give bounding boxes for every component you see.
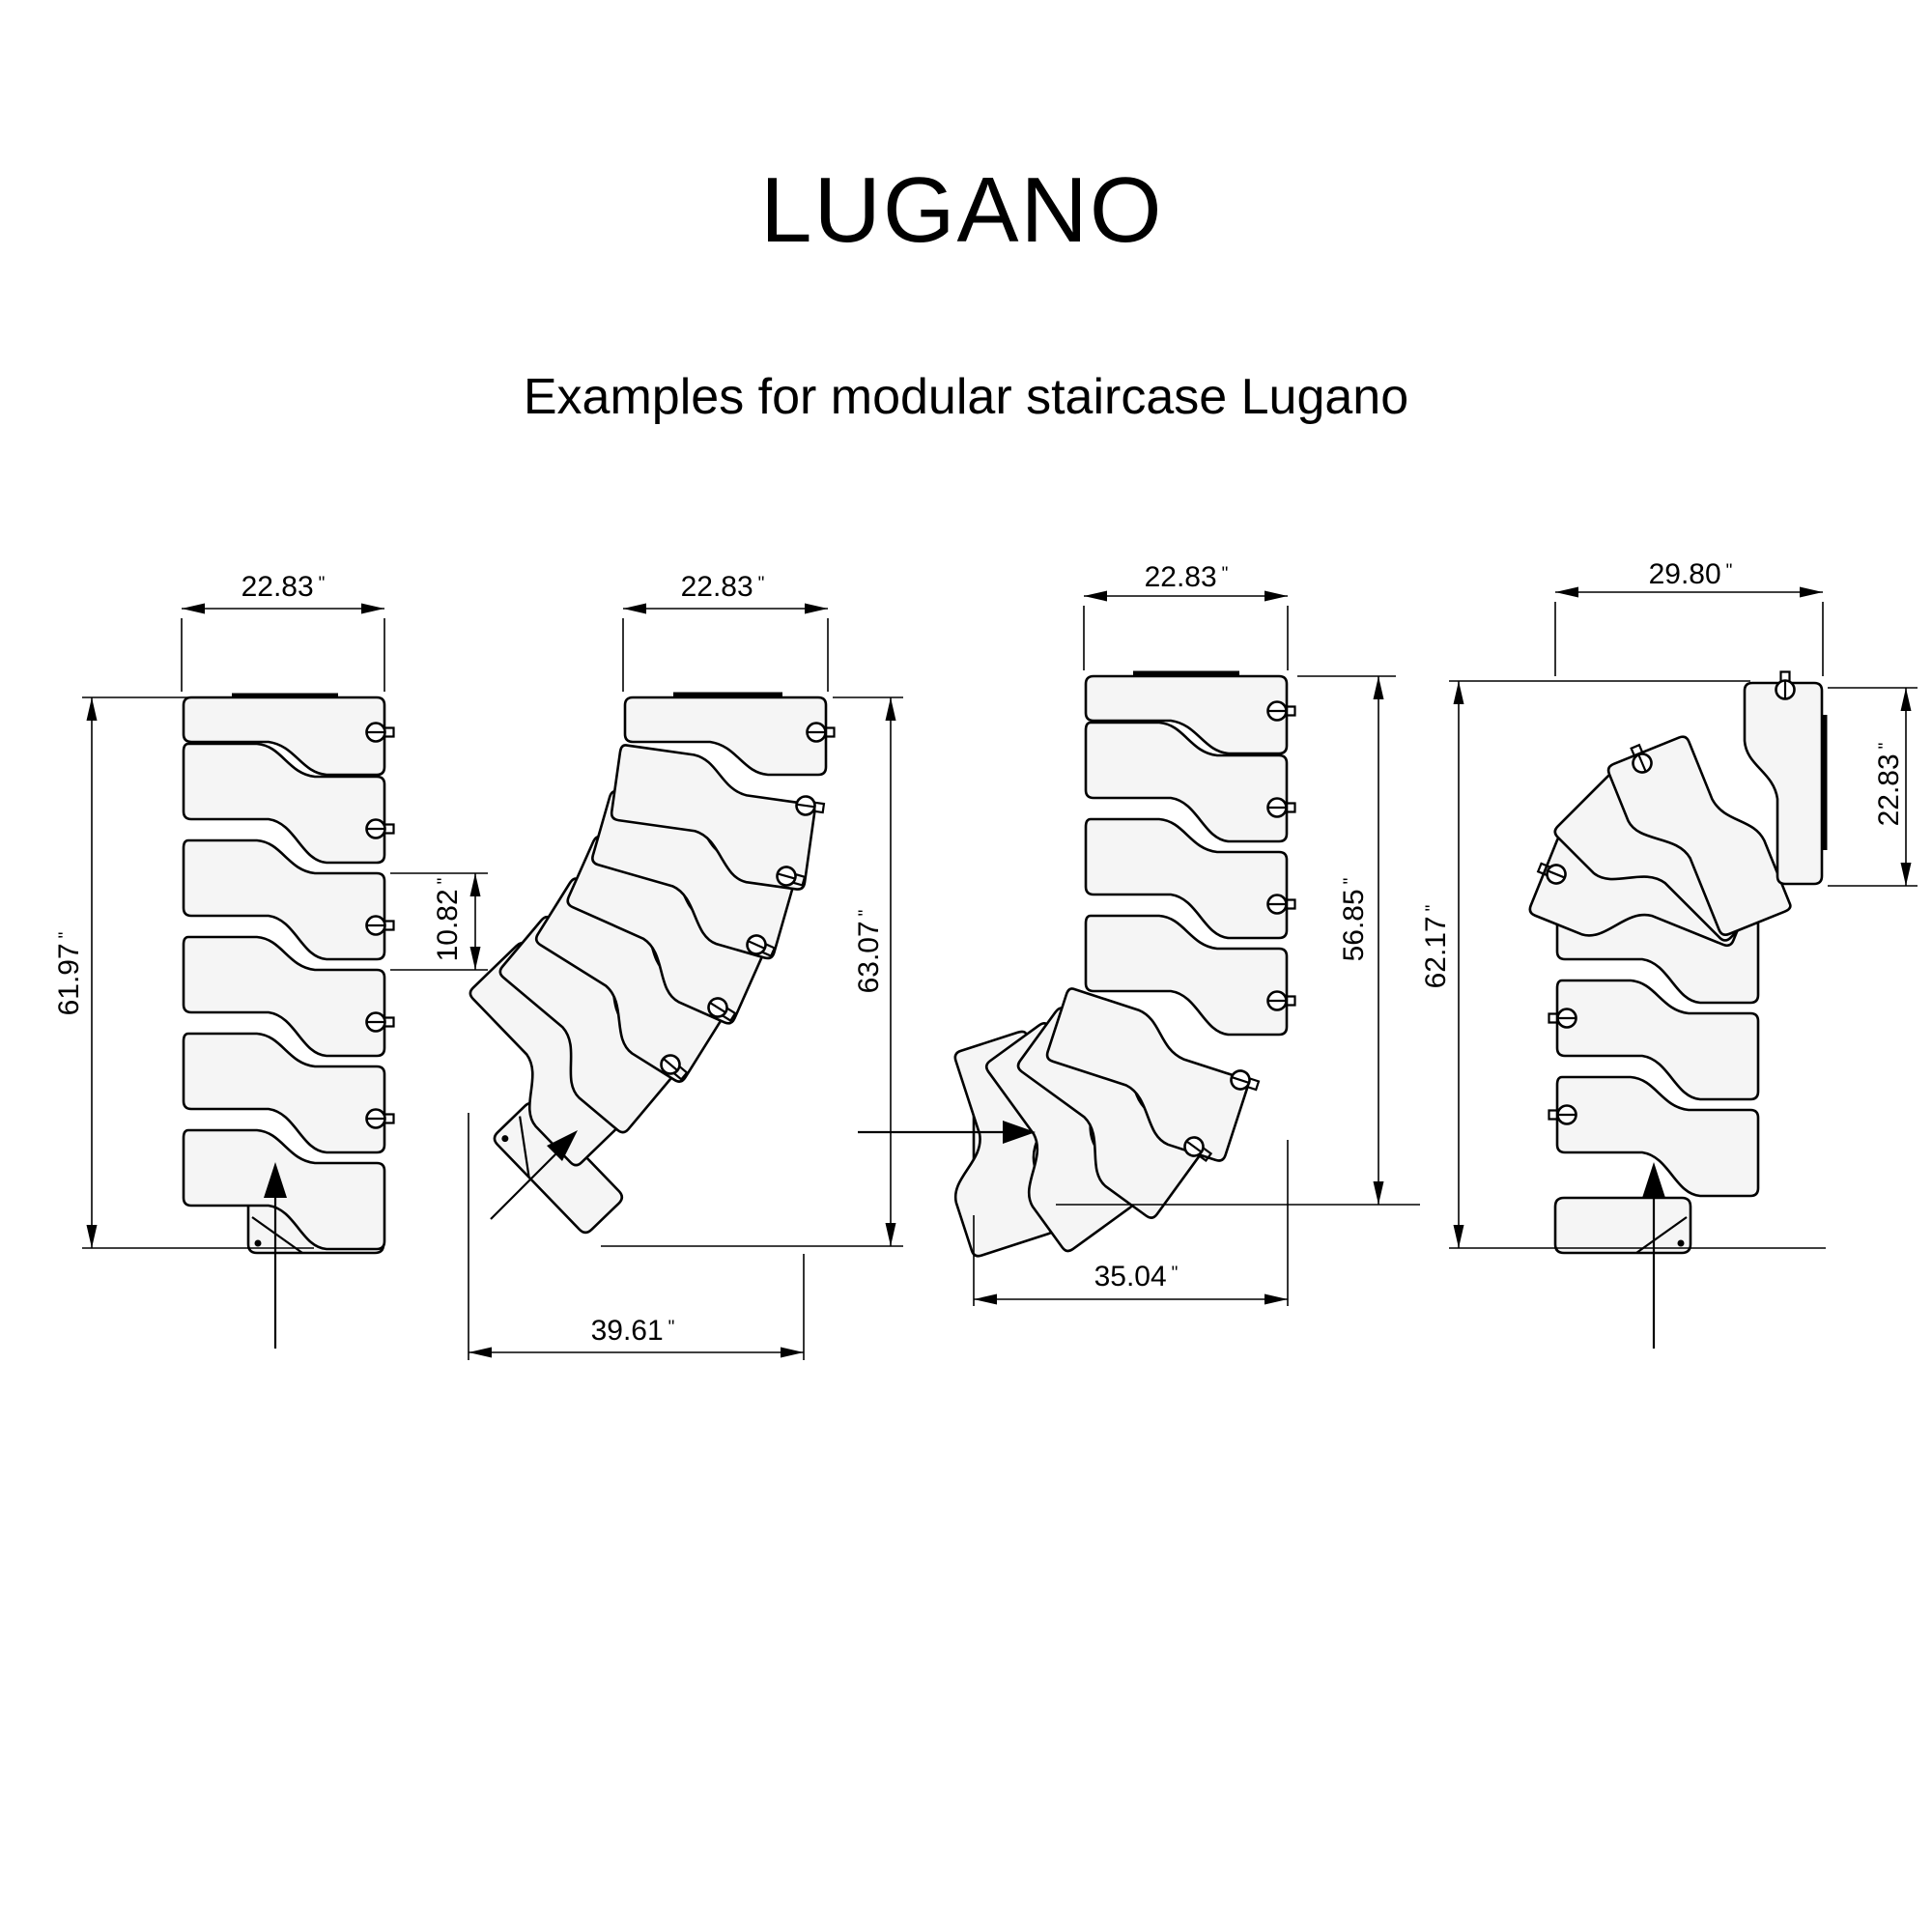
dimension-lines [82,603,488,1249]
dim-curved-bottom-width-label: 39.61" [590,1315,675,1347]
dim-turn-left-bottom-width-label: 35.04" [1094,1261,1179,1293]
staircase-curved-drawing [435,603,903,1360]
page-subtitle: Examples for modular staircase Lugano [523,369,1409,425]
dim-straight-height-label: 61.97" [53,931,85,1016]
entry-arrow-right-icon [858,1121,1036,1144]
dim-turn-right-exit-width-label: 22.83" [1873,742,1905,827]
entry-arrow-up-icon [264,1162,287,1349]
dim-turn-right-width-label: 29.80" [1648,558,1733,590]
entry-arrow-up-icon [1642,1162,1665,1349]
dim-straight-step-depth-label: 10.82" [432,877,464,962]
dim-turn-left-height-label: 56.85" [1338,877,1370,962]
dimension-lines [973,590,1420,1306]
page-title: LUGANO [760,158,1164,262]
staircase-turn-left-drawing [858,590,1420,1306]
dim-straight-width-label: 22.83" [241,571,326,603]
dim-turn-left-width-label: 22.83" [1144,561,1229,593]
dim-curved-width-label: 22.83" [680,571,765,603]
staircase-turn-right-drawing [1449,586,1918,1349]
dim-curved-height-label: 63.07" [853,909,885,994]
dim-turn-right-height-label: 62.17" [1420,904,1452,989]
staircase-straight-drawing [82,603,488,1349]
dimension-lines [468,603,903,1360]
dimension-lines [1449,586,1918,1249]
entry-arrow-diagonal-icon [490,1130,578,1220]
